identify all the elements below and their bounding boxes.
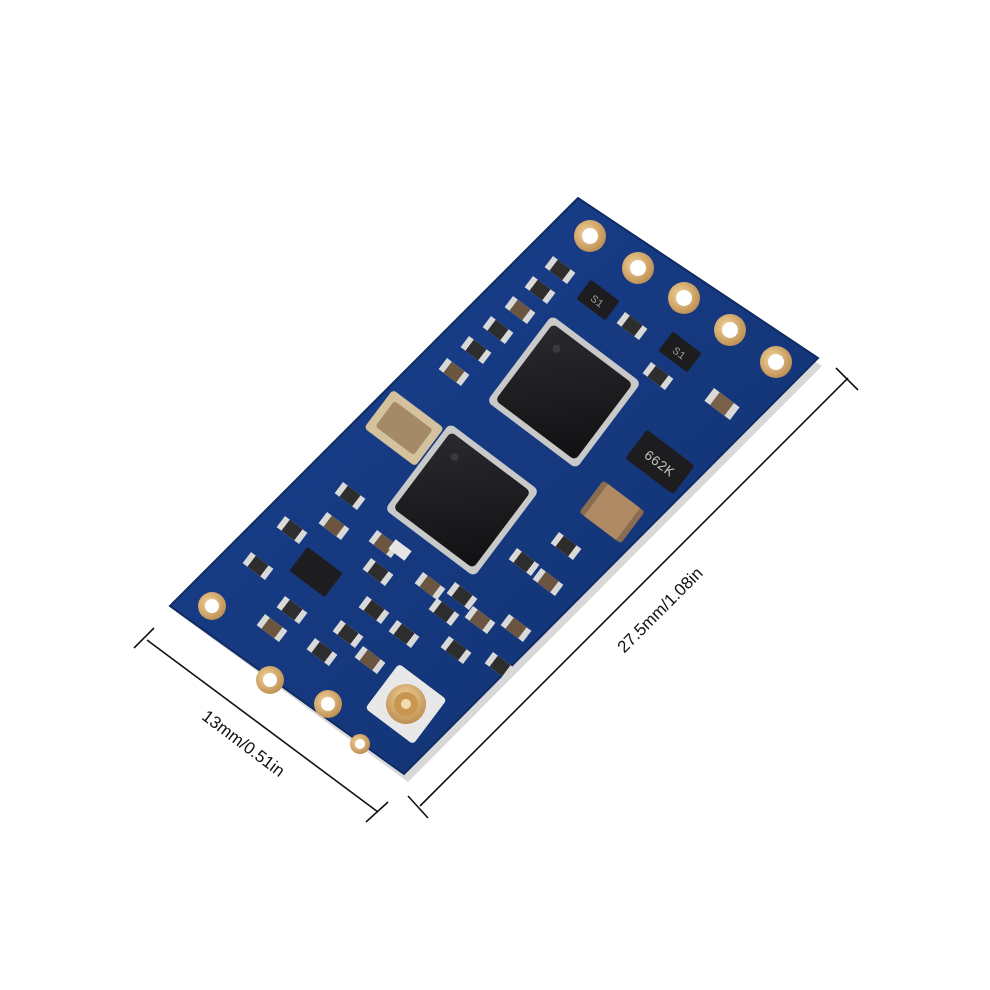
tantalum-capacitor — [580, 481, 644, 543]
smd-passives — [242, 255, 740, 681]
crystal-oscillator — [365, 391, 443, 465]
sot-transistor-top: S1 — [577, 280, 619, 320]
edge-pads — [198, 592, 370, 754]
voltage-regulator: 662K — [626, 430, 694, 494]
length-dimension-label: 27.5mm/1.08in — [614, 564, 707, 657]
ufl-antenna-connector — [366, 665, 446, 743]
sot-transistor-right: S1 — [659, 332, 701, 372]
qfn-chip-lower — [387, 425, 537, 575]
sot-transistor-left — [290, 547, 342, 597]
header-pads — [574, 220, 792, 378]
pcb-board: 662K S1 S1 — [168, 196, 822, 782]
qfn-chip-upper — [489, 317, 639, 467]
width-dimension-label: 13mm/0.51in — [198, 706, 288, 780]
